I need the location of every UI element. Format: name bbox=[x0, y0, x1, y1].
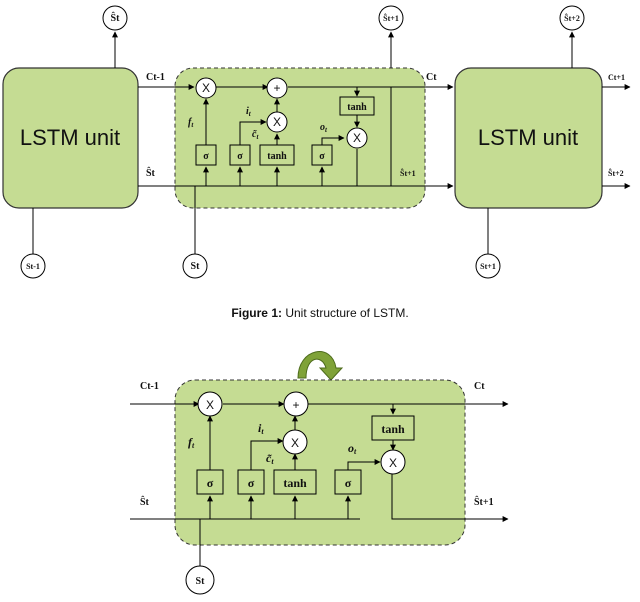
candidate-gate-label: tanh bbox=[267, 151, 287, 162]
c2-prev-label: Ct-1 bbox=[140, 381, 159, 392]
input-circle-2 bbox=[182, 253, 208, 279]
c2-curr-label: Ct bbox=[474, 381, 485, 392]
i-gate-label: it bbox=[246, 106, 252, 118]
figure-1: LSTM unit LSTM unit Ŝt Ŝt+1 Ŝt+2 St-1 St… bbox=[2, 5, 631, 279]
input-multiply-symbol-2: X bbox=[291, 436, 299, 450]
c-tilde-label-2: c̃t bbox=[266, 451, 274, 466]
left-lstm-unit-box bbox=[2, 67, 139, 209]
i-gate-label-2: it bbox=[258, 421, 264, 436]
candidate-gate-label-2: tanh bbox=[283, 476, 307, 490]
forget-gate-label: σ bbox=[203, 151, 209, 162]
input-gate-label-2: σ bbox=[248, 476, 255, 490]
h-prev-label: Ŝt bbox=[146, 166, 156, 179]
c-next-label: Ct+1 bbox=[608, 73, 625, 82]
input-multiply-op-2 bbox=[282, 429, 308, 455]
c-tilde-label: c̃t bbox=[252, 129, 259, 141]
left-lstm-unit-label: LSTM unit bbox=[20, 125, 120, 150]
cell-tanh-label-2: tanh bbox=[381, 422, 405, 436]
input-label-1: St-1 bbox=[26, 262, 40, 271]
output-multiply-op-2 bbox=[380, 449, 406, 475]
forget-multiply-symbol: X bbox=[202, 81, 210, 95]
input-circle-3 bbox=[475, 253, 501, 279]
output-gate-label-2: σ bbox=[345, 476, 352, 490]
forget-multiply-op-2 bbox=[197, 391, 223, 417]
h2-curr-label: Ŝt+1 bbox=[474, 495, 494, 508]
add-op-2 bbox=[283, 391, 309, 417]
forget-multiply-op bbox=[195, 77, 217, 99]
input-multiply-symbol: X bbox=[273, 115, 281, 129]
input-circle-st bbox=[185, 565, 215, 595]
candidate-gate-box-2 bbox=[273, 469, 317, 495]
output-multiply-symbol-2: X bbox=[389, 456, 397, 470]
right-lstm-unit-box bbox=[454, 67, 603, 209]
figure-caption: Figure 1: Unit structure of LSTM. bbox=[231, 306, 408, 320]
f-gate-label-2: ft bbox=[188, 435, 195, 450]
output-label-2: Ŝt+1 bbox=[383, 13, 399, 23]
input-st-label: St bbox=[196, 576, 206, 587]
input-label-3: St+1 bbox=[480, 262, 496, 271]
output-circle-2 bbox=[378, 5, 404, 31]
h2-prev-label: Ŝt bbox=[140, 495, 150, 508]
h-next-label: Ŝt+2 bbox=[608, 168, 624, 178]
output-multiply-symbol: X bbox=[353, 131, 361, 145]
c-curr-label: Ct bbox=[426, 72, 437, 83]
f-gate-label: ft bbox=[188, 117, 194, 129]
input-gate-box-2 bbox=[237, 469, 265, 495]
output-gate-label: σ bbox=[319, 151, 325, 162]
input-label-2: St bbox=[191, 261, 201, 272]
add-symbol-2: + bbox=[292, 398, 299, 412]
add-symbol: + bbox=[273, 81, 280, 95]
output-circle-1 bbox=[102, 5, 128, 31]
figure-2: Ct-1 Ct Ŝt Ŝt+1 σ σ tanh σ tanh St bbox=[130, 351, 509, 595]
o-gate-label-2: ot bbox=[348, 441, 357, 456]
forget-gate-label-2: σ bbox=[207, 476, 214, 490]
add-op bbox=[266, 77, 288, 99]
output-label-3: Ŝt+2 bbox=[564, 13, 580, 23]
output-circle-3 bbox=[559, 5, 585, 31]
input-circle-1 bbox=[20, 253, 46, 279]
output-multiply-op bbox=[346, 127, 368, 149]
forget-gate-box-2 bbox=[196, 469, 224, 495]
h-curr-label: Ŝt+1 bbox=[400, 168, 416, 178]
forget-multiply-symbol-2: X bbox=[206, 398, 214, 412]
cell-tanh-label: tanh bbox=[347, 102, 367, 113]
right-lstm-unit-label: LSTM unit bbox=[478, 125, 578, 150]
o-gate-label: ot bbox=[320, 122, 328, 134]
input-gate-label: σ bbox=[237, 151, 243, 162]
recurrent-arrow-icon bbox=[297, 351, 344, 381]
output-label-1: Ŝt bbox=[111, 11, 121, 24]
cell-tanh-box-2 bbox=[371, 415, 415, 441]
c-prev-label: Ct-1 bbox=[146, 72, 165, 83]
input-multiply-op bbox=[266, 111, 288, 133]
